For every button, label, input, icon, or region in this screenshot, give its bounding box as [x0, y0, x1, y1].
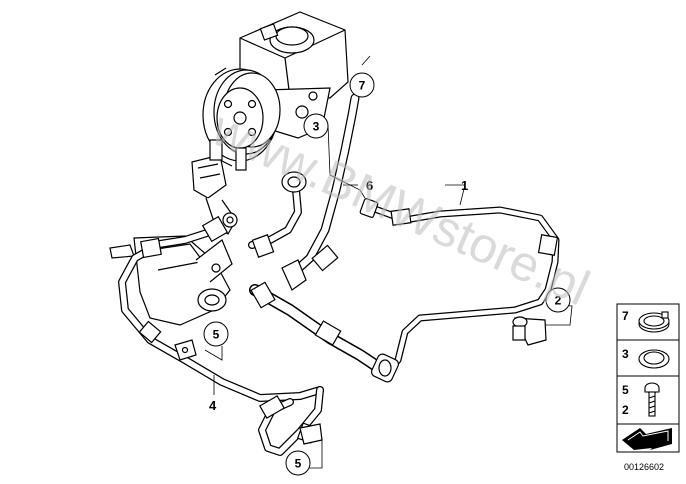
legend-clamp: 7	[622, 309, 670, 333]
label-4: 4	[209, 398, 217, 413]
label-1: 1	[461, 178, 468, 193]
callout-3: 3	[303, 113, 329, 139]
svg-text:3: 3	[313, 120, 320, 134]
legend-ring: 3	[622, 347, 670, 369]
hose-clamp-icon	[638, 311, 670, 333]
label-6: 6	[366, 178, 373, 193]
callout-7: 7	[349, 72, 375, 98]
parts-legend: 7 3 5 2	[616, 303, 680, 453]
svg-text:3: 3	[622, 347, 629, 361]
seal-ring-icon	[638, 349, 670, 369]
svg-text:5: 5	[213, 328, 220, 342]
hose-fittings	[138, 171, 559, 445]
callout-5-lower: 5	[285, 450, 311, 476]
document-number: 00126602	[624, 462, 664, 472]
callout-5-upper: 5	[203, 321, 229, 347]
steering-gear	[109, 139, 247, 326]
callout-2: 2	[545, 287, 571, 313]
svg-text:5: 5	[295, 457, 302, 471]
arrow-icon	[622, 428, 672, 450]
svg-text:7: 7	[359, 79, 366, 93]
svg-text:5: 5	[622, 383, 629, 397]
svg-text:2: 2	[622, 403, 629, 417]
bolt-icon	[644, 382, 660, 417]
svg-text:7: 7	[622, 309, 629, 323]
legend-bolt: 5 2	[622, 382, 660, 417]
power-steering-pump	[202, 11, 349, 167]
svg-text:2: 2	[555, 294, 562, 308]
